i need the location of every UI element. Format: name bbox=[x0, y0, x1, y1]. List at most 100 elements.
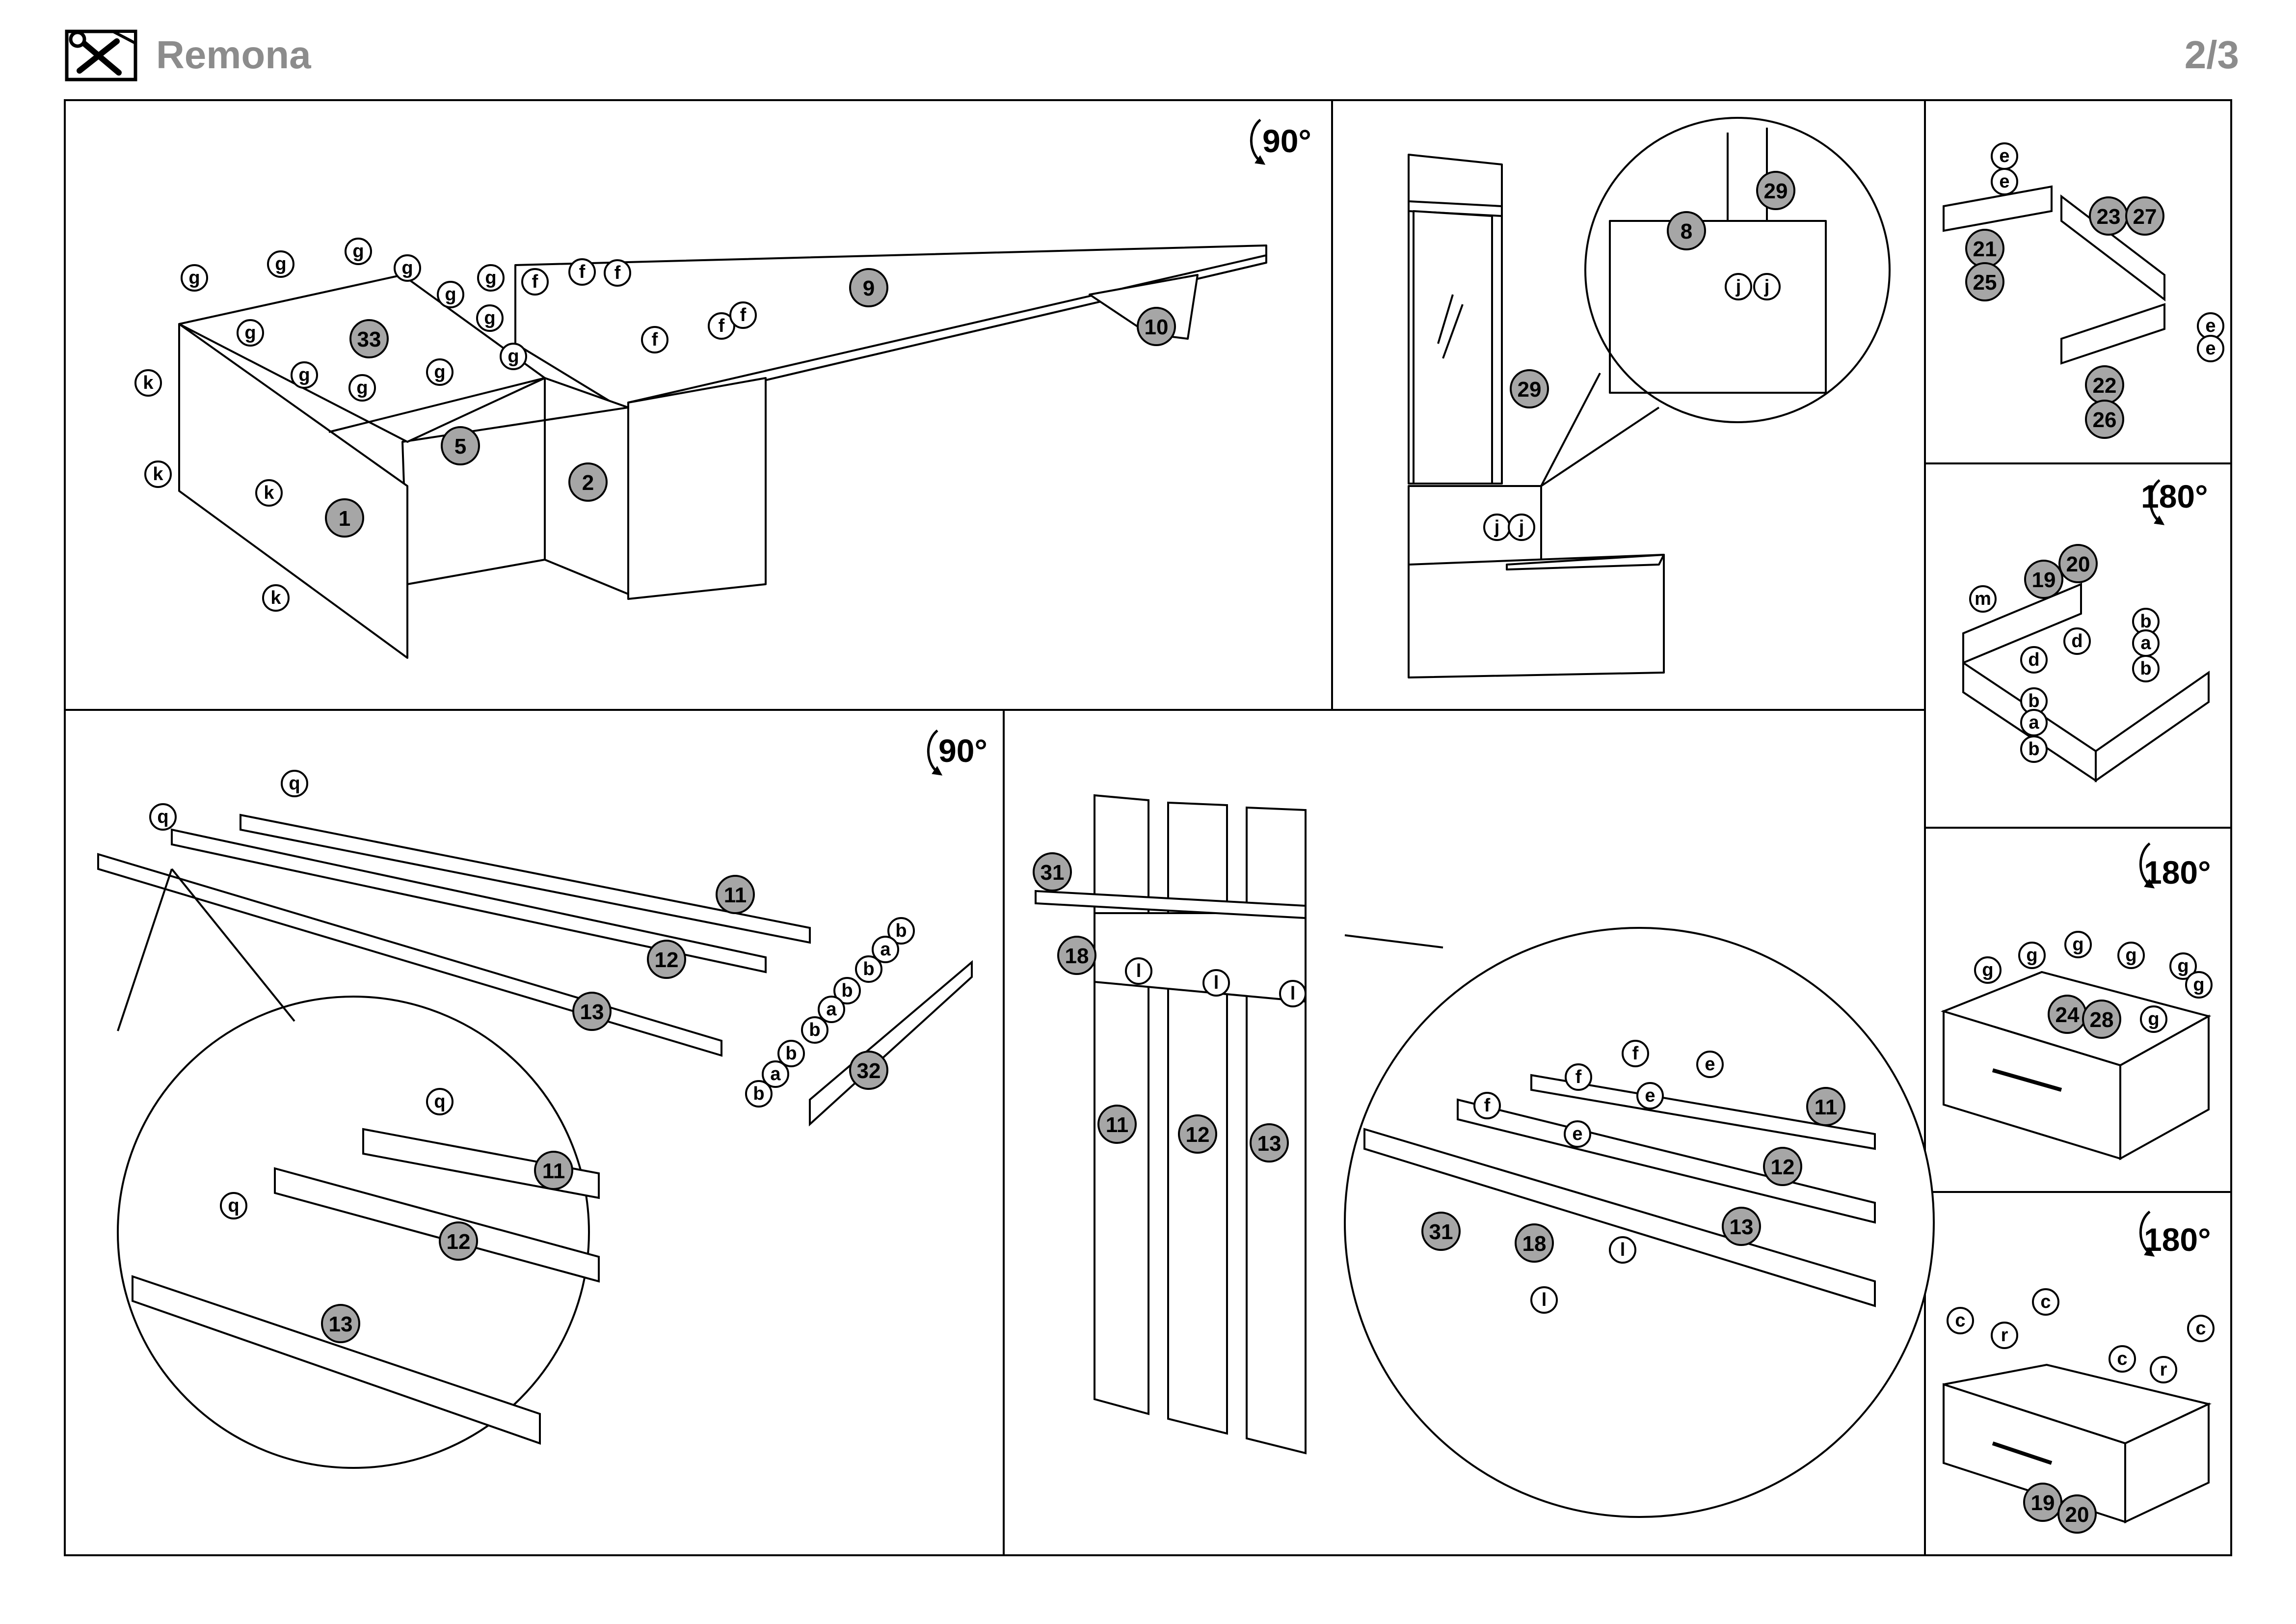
fitting-letter: f bbox=[652, 329, 658, 350]
part-bubble: 13 bbox=[572, 992, 612, 1031]
fitting-bubble: l bbox=[1202, 969, 1230, 997]
fitting-letter: r bbox=[2160, 1359, 2167, 1380]
fitting-bubble: j bbox=[1725, 273, 1752, 300]
fitting-bubble: g bbox=[394, 254, 421, 282]
fitting-bubble: g bbox=[2064, 931, 2092, 958]
fitting-letter: j bbox=[1735, 276, 1741, 297]
fitting-letter: c bbox=[1955, 1310, 1965, 1331]
part-bubble: 5 bbox=[441, 426, 480, 465]
fitting-bubble: b bbox=[801, 1016, 828, 1044]
fitting-bubble: d bbox=[2063, 627, 2091, 655]
fitting-bubble: g bbox=[437, 281, 464, 308]
fitting-letter: b bbox=[809, 1020, 820, 1040]
fitting-letter: g bbox=[2177, 956, 2189, 976]
part-number: 20 bbox=[2066, 552, 2090, 576]
fitting-letter: b bbox=[2028, 691, 2039, 711]
fitting-letter: j bbox=[1494, 517, 1500, 538]
fitting-bubble: g bbox=[426, 358, 454, 386]
fitting-letter: f bbox=[532, 271, 538, 292]
fitting-bubble: g bbox=[181, 264, 208, 292]
part-number: 13 bbox=[1730, 1215, 1754, 1239]
fitting-bubble: k bbox=[262, 584, 290, 612]
fitting-letter: g bbox=[434, 362, 445, 382]
part-number: 33 bbox=[357, 327, 381, 352]
fitting-letter: g bbox=[2125, 945, 2136, 966]
fitting-bubble: a bbox=[2132, 629, 2160, 657]
fitting-bubble: c bbox=[1947, 1307, 1974, 1334]
part-bubble: 11 bbox=[1806, 1087, 1845, 1126]
fitting-letter: g bbox=[401, 258, 413, 278]
fitting-letter: b bbox=[2028, 739, 2039, 759]
fitting-bubble: f bbox=[521, 268, 549, 296]
fitting-bubble: e bbox=[1636, 1082, 1664, 1110]
fitting-letter: j bbox=[1519, 517, 1524, 538]
fitting-bubble: a bbox=[818, 996, 845, 1023]
fitting-letter: a bbox=[2140, 633, 2151, 653]
fitting-letter: c bbox=[2195, 1318, 2206, 1339]
part-number: 12 bbox=[1186, 1123, 1210, 1147]
fitting-callouts: g g g g g g g g g g g g f f f f f f k k … bbox=[134, 142, 2224, 1383]
part-bubble: 13 bbox=[1722, 1207, 1761, 1246]
fitting-letter: e bbox=[1999, 171, 2009, 192]
fitting-bubble: b bbox=[777, 1040, 805, 1067]
fitting-letter: q bbox=[434, 1091, 445, 1112]
fitting-letter: b bbox=[753, 1083, 764, 1104]
part-bubble: 31 bbox=[1421, 1212, 1461, 1251]
part-number: 9 bbox=[863, 276, 875, 300]
part-number: 23 bbox=[2097, 205, 2121, 229]
rotation-label: 90° bbox=[1262, 123, 1311, 159]
fitting-letter: q bbox=[157, 807, 168, 827]
part-bubble: 19 bbox=[2024, 560, 2063, 599]
cabinet-drawing bbox=[1408, 117, 1891, 678]
part-number: 5 bbox=[454, 434, 466, 459]
fitting-letter: b bbox=[841, 980, 853, 1001]
fitting-letter: j bbox=[1764, 276, 1770, 297]
part-callouts: 33 9 10 5 2 1 29 8 29 21 25 23 27 22 26 … bbox=[321, 171, 2164, 1534]
fitting-bubble: a bbox=[2020, 709, 2048, 736]
fitting-letter: f bbox=[579, 262, 586, 282]
part-number: 18 bbox=[1522, 1232, 1547, 1256]
part-bubble: 29 bbox=[1510, 369, 1549, 408]
fitting-bubble: f bbox=[604, 259, 631, 287]
fitting-bubble: f bbox=[568, 258, 596, 286]
part-number: 21 bbox=[1973, 237, 1997, 261]
fitting-letter: g bbox=[275, 254, 286, 274]
fitting-bubble: g bbox=[1974, 956, 2002, 984]
fitting-bubble: g bbox=[500, 343, 527, 370]
fitting-bubble: f bbox=[1565, 1063, 1592, 1091]
fitting-letter: d bbox=[2071, 631, 2082, 651]
fitting-letter: r bbox=[2001, 1325, 2008, 1346]
part-bubble: 27 bbox=[2125, 196, 2164, 236]
part-bubble: 18 bbox=[1057, 936, 1096, 975]
fitting-letter: g bbox=[485, 268, 496, 288]
part-number: 32 bbox=[857, 1059, 881, 1083]
fitting-bubble: e bbox=[1991, 142, 2018, 170]
fitting-bubble: b bbox=[2020, 735, 2048, 763]
part-bubble: 24 bbox=[2048, 995, 2087, 1034]
fitting-bubble: g bbox=[477, 264, 505, 292]
part-number: 31 bbox=[1429, 1220, 1453, 1244]
fitting-letter: g bbox=[2193, 974, 2204, 995]
part-bubble: 20 bbox=[2057, 1494, 2097, 1534]
fitting-letter: e bbox=[2205, 316, 2216, 336]
part-bubble: 12 bbox=[439, 1221, 478, 1261]
part-bubble: 2 bbox=[568, 462, 608, 502]
fitting-letter: k bbox=[143, 373, 154, 393]
part-bubble: 18 bbox=[1515, 1223, 1554, 1263]
fitting-bubble: a bbox=[872, 936, 899, 963]
page-header: Remona 2/3 bbox=[0, 0, 2296, 93]
part-bubble: 32 bbox=[849, 1051, 888, 1090]
fitting-letter: g bbox=[2148, 1009, 2159, 1029]
fitting-bubble: b bbox=[887, 917, 915, 945]
fitting-letter: l bbox=[1136, 961, 1142, 981]
part-number: 18 bbox=[1065, 944, 1089, 968]
part-number: 19 bbox=[2031, 1491, 2055, 1515]
rotation-label: 180° bbox=[2141, 478, 2208, 514]
fitting-letter: k bbox=[153, 464, 163, 485]
fitting-letter: l bbox=[1290, 983, 1296, 1004]
part-number: 11 bbox=[542, 1159, 565, 1183]
fitting-bubble: g bbox=[2140, 1005, 2167, 1033]
fitting-letter: b bbox=[2140, 658, 2151, 679]
part-bubble: 25 bbox=[1965, 262, 2004, 301]
fitting-bubble: g bbox=[2018, 942, 2046, 969]
